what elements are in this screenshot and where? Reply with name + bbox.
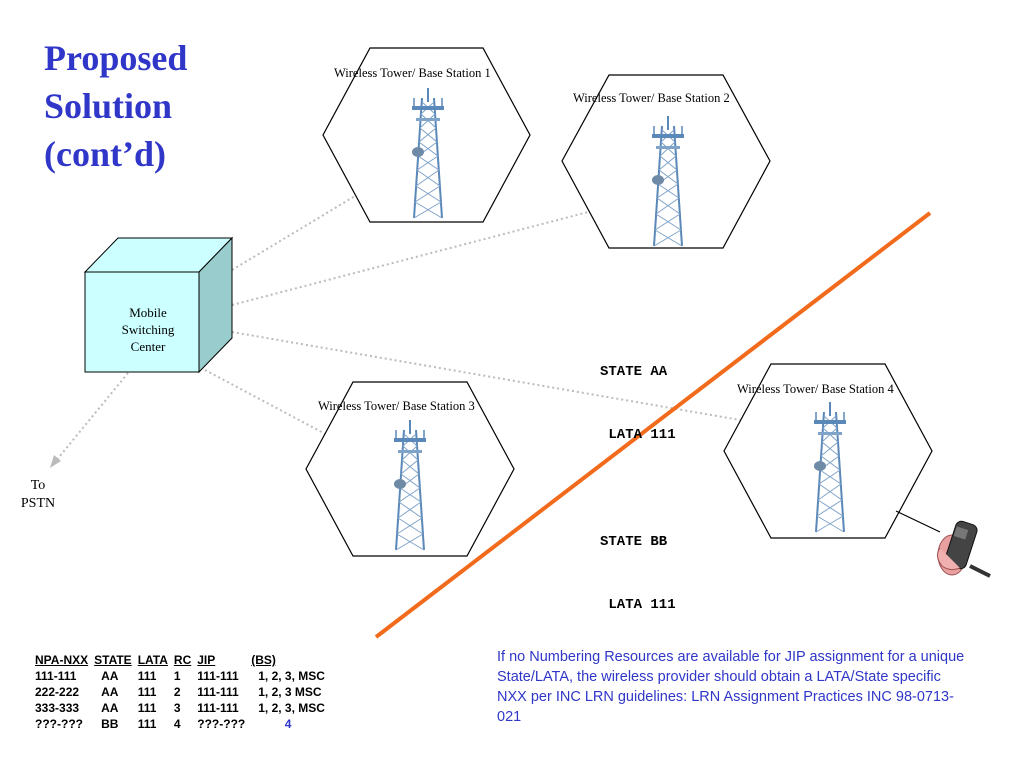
- tower-4-cell: [723, 363, 933, 539]
- tower-3-label: Wireless Tower/ Base Station 3: [318, 399, 475, 413]
- link-to-tower-2: [231, 210, 593, 306]
- table-cell: 111-111: [35, 669, 77, 683]
- table-cell: 111-111: [197, 669, 239, 683]
- slide-title: Proposed Solution (cont’d): [44, 34, 187, 178]
- table-cell: 111-111: [197, 701, 239, 715]
- table-cell: 4: [173, 717, 181, 731]
- table-cell: 1, 2, 3, MSC: [258, 701, 325, 715]
- region-bb-label: STATE BB LATA 111: [600, 490, 676, 637]
- column-header: (BS): [251, 653, 276, 667]
- table-cell: 111: [137, 685, 157, 699]
- tower-2-label: Wireless Tower/ Base Station 2: [573, 91, 730, 105]
- column-header: NPA-NXX: [35, 653, 89, 667]
- region-aa-state: STATE AA: [600, 364, 668, 380]
- table-cell: 1: [173, 669, 181, 683]
- link-to-tower-4: [231, 331, 741, 421]
- tower-1-label: Wireless Tower/ Base Station 1: [334, 66, 491, 80]
- msc-cube: [83, 236, 234, 374]
- table-row: 111-111 AA 111 1 111-111 1, 2, 3, MSC: [32, 668, 328, 684]
- column-header: STATE: [94, 653, 132, 667]
- table-cell: ???-???: [35, 717, 83, 731]
- tower-4-label: Wireless Tower/ Base Station 4: [737, 382, 894, 396]
- table-cell: ???-???: [197, 717, 246, 731]
- tower-3-cell: [305, 381, 515, 557]
- pstn-label: To PSTN: [12, 477, 64, 513]
- table-row: 222-222 AA 111 2 111-111 1, 2, 3 MSC: [32, 684, 328, 700]
- msc-label: Mobile Switching Center: [88, 304, 208, 355]
- link-to-tower-3: [204, 369, 332, 438]
- table-cell: 2: [173, 685, 181, 699]
- slide-title-line-2: Solution: [44, 86, 173, 126]
- msc-links: [204, 186, 741, 438]
- table-cell: 111-111: [197, 685, 239, 699]
- link-to-tower-1: [231, 186, 371, 271]
- table-header-row: NPA-NXX STATE LATA RC JIP (BS): [32, 652, 328, 668]
- table-cell: 1, 2, 3 MSC: [258, 685, 322, 699]
- region-bb-state: STATE BB: [600, 534, 668, 550]
- column-header: RC: [173, 653, 192, 667]
- table-cell: 111: [137, 701, 157, 715]
- table-cell: 3: [173, 701, 181, 715]
- table-cell: 222-222: [35, 685, 80, 699]
- column-header: JIP: [197, 653, 216, 667]
- table-cell: 1, 2, 3, MSC: [258, 669, 325, 683]
- tower-1-cell: [322, 47, 531, 223]
- slide-title-line-3: (cont’d): [44, 134, 166, 174]
- region-aa-lata: LATA 111: [600, 427, 676, 443]
- table-cell: AA: [101, 669, 119, 683]
- table-row: ???-??? BB 111 4 ???-??? 4: [32, 716, 328, 732]
- state-boundary-line: [374, 211, 932, 639]
- pstn-arrow: [50, 372, 129, 468]
- hand-holding-cellphone-icon: [936, 520, 991, 578]
- numbering-table: NPA-NXX STATE LATA RC JIP (BS) 111-111 A…: [32, 652, 328, 732]
- table-cell: AA: [101, 685, 119, 699]
- pstn-label-line-1: To: [30, 478, 46, 493]
- table-cell: 111: [137, 669, 157, 683]
- region-bb-lata: LATA 111: [600, 597, 676, 613]
- region-aa-label: STATE AA LATA 111: [600, 320, 676, 467]
- table-cell: AA: [101, 701, 119, 715]
- table-cell: 4: [284, 717, 292, 731]
- column-header: LATA: [137, 653, 168, 667]
- pstn-label-line-2: PSTN: [20, 496, 56, 511]
- table-cell: 333-333: [35, 701, 80, 715]
- msc-label-line-1: Mobile: [129, 305, 167, 320]
- table-cell: 111: [137, 717, 157, 731]
- table-row: 333-333 AA 111 3 111-111 1, 2, 3, MSC: [32, 700, 328, 716]
- table-cell: BB: [101, 717, 119, 731]
- msc-label-line-3: Center: [130, 339, 166, 354]
- phone-connector: [895, 510, 941, 533]
- numbering-note: If no Numbering Resources are available …: [497, 649, 965, 725]
- slide-title-line-1: Proposed: [44, 38, 188, 78]
- msc-label-line-2: Switching: [121, 322, 175, 337]
